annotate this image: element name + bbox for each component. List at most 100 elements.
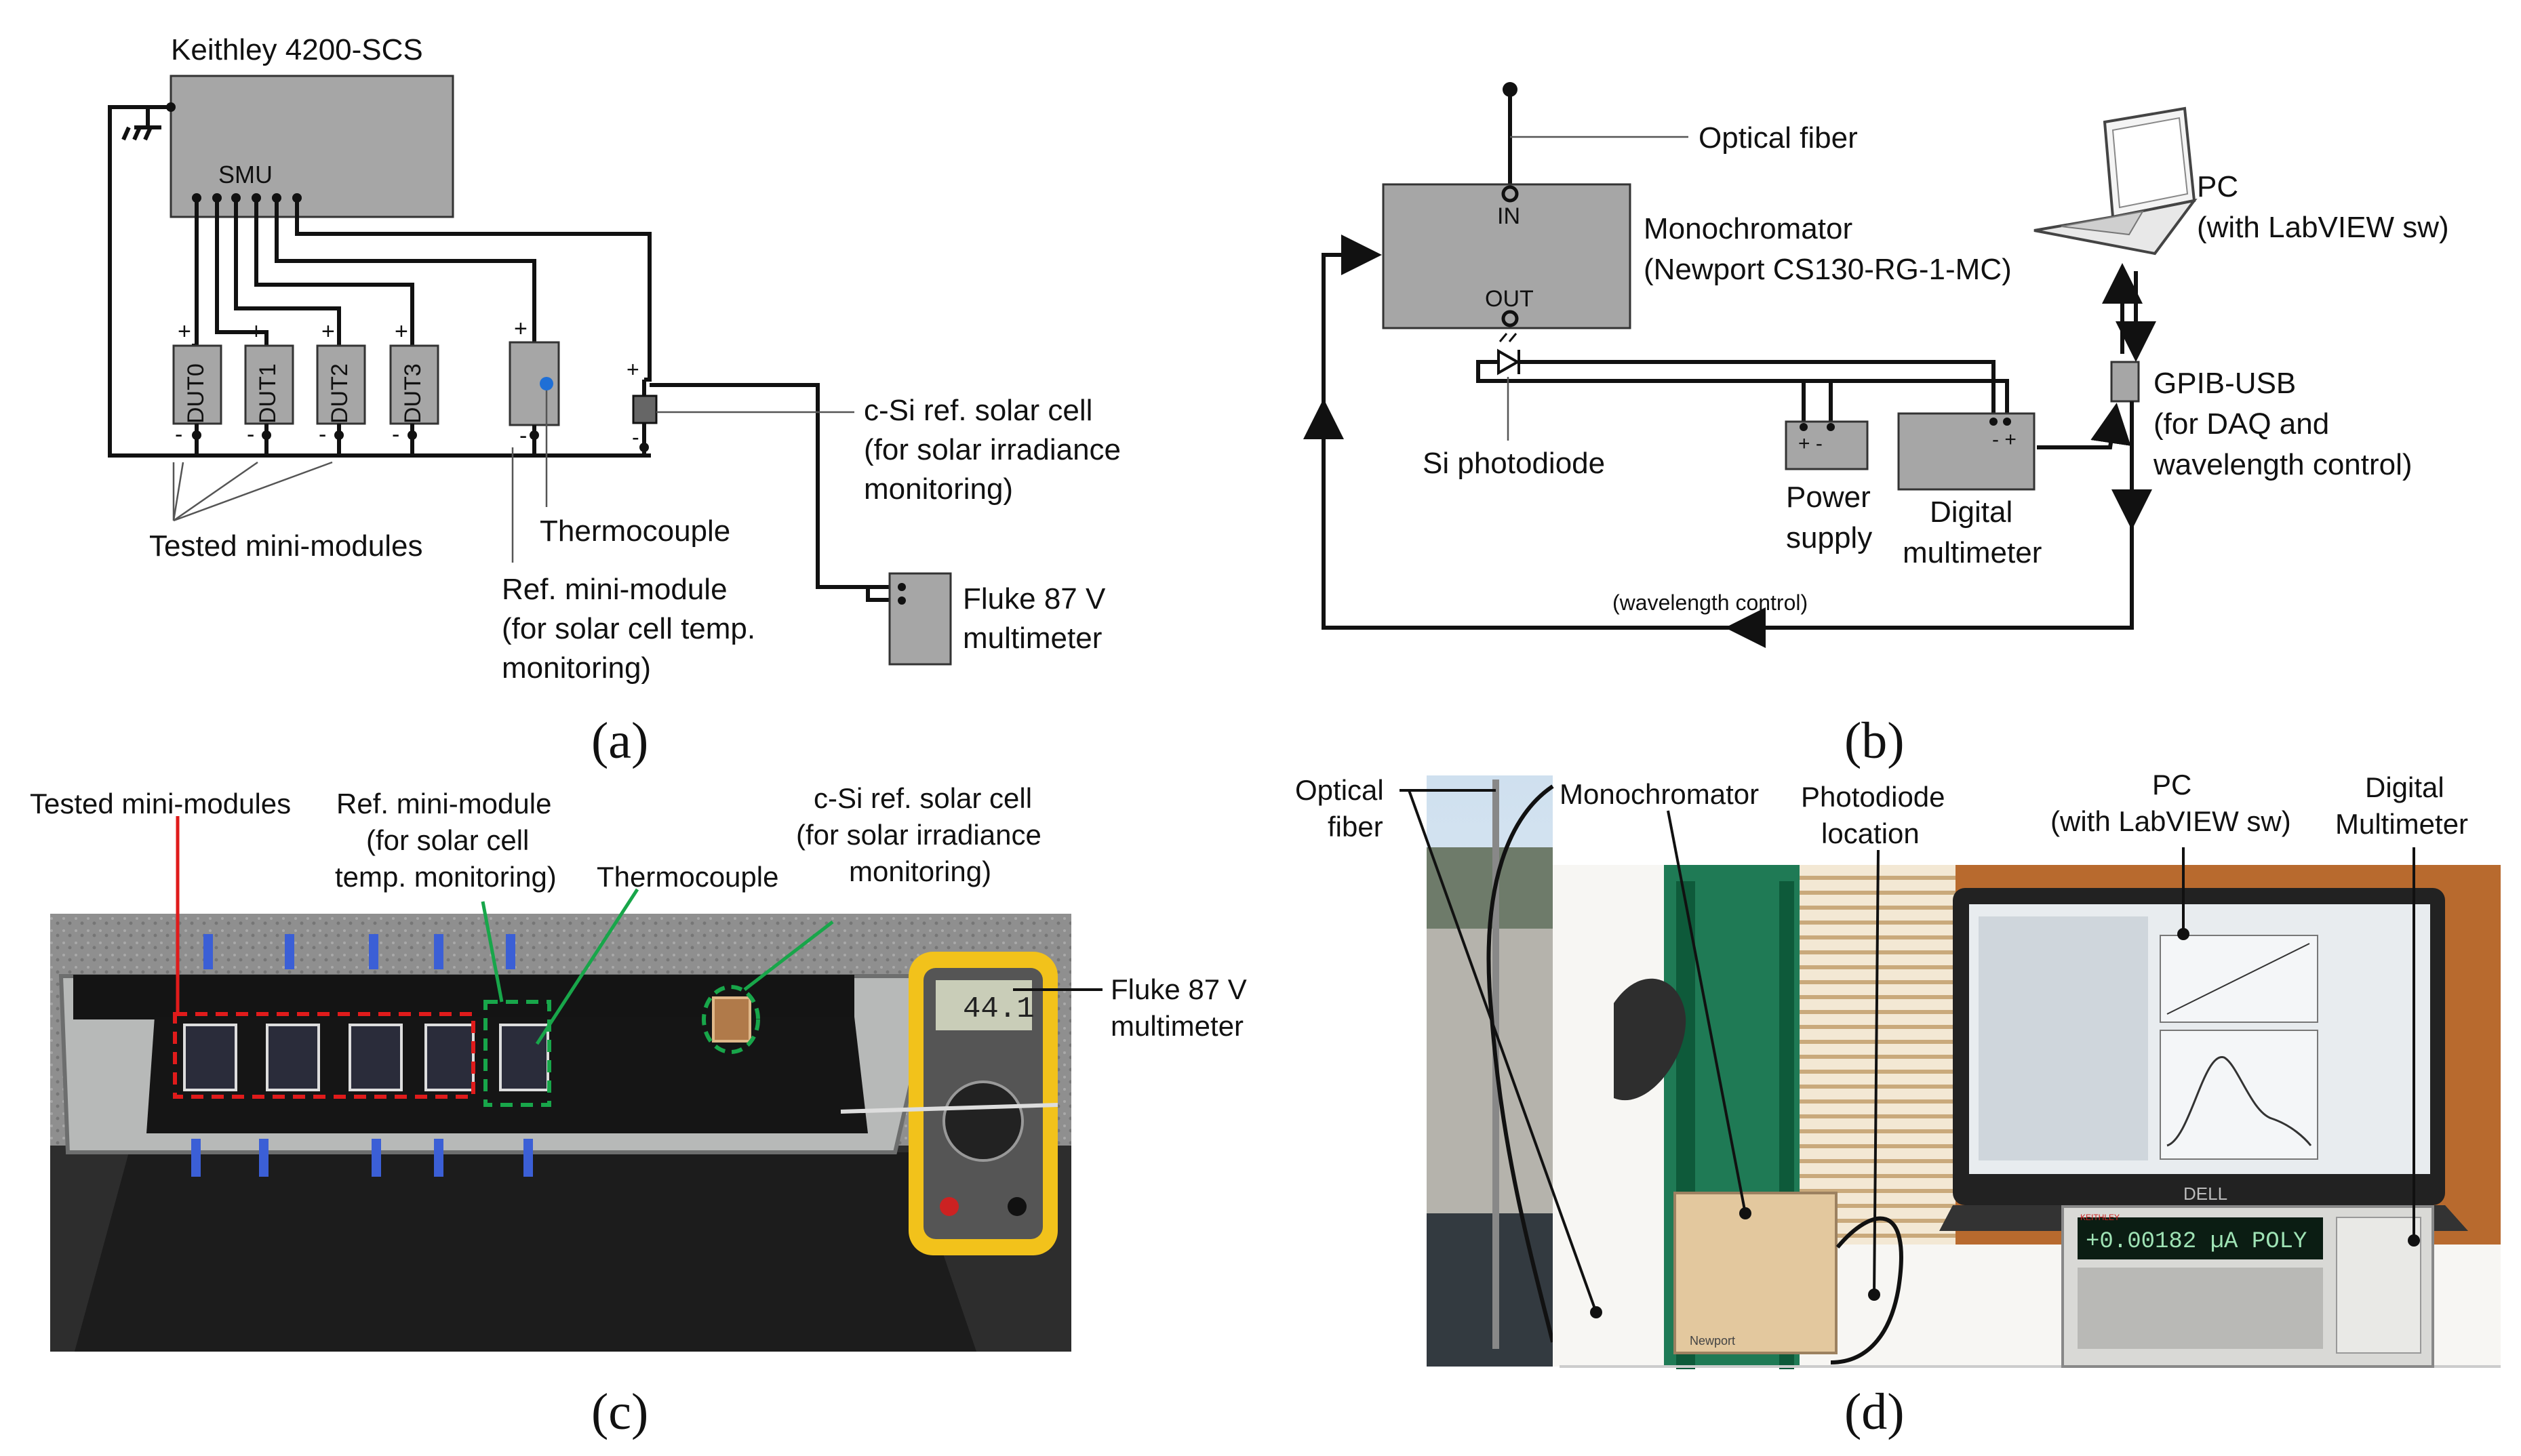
minus-sign: -	[175, 422, 182, 447]
thermocouple-photo-label: Thermocouple	[597, 861, 778, 893]
caption-b: (b)	[1844, 712, 1905, 769]
panel-a-circuit: Keithley 4200-SCS SMU	[108, 33, 1121, 769]
csi-photo-label: c-Si ref. solar cell	[814, 782, 1032, 814]
caption-a: (a)	[591, 712, 648, 769]
fluke-label: multimeter	[963, 622, 1102, 655]
laptop-icon	[2033, 106, 2198, 256]
laptop-photo: DELL	[1939, 888, 2468, 1231]
keithley-label: Keithley 4200-SCS	[171, 33, 423, 66]
ground-icon	[108, 102, 651, 458]
pc-photo-label: (with LabVIEW sw)	[2050, 805, 2291, 837]
pc-label: (with LabVIEW sw)	[2197, 211, 2449, 244]
dmm-label: Digital	[1930, 496, 2012, 529]
caption-d: (d)	[1844, 1383, 1905, 1440]
plus-sign: +	[514, 316, 528, 342]
dmm-photo-label: Digital	[2365, 771, 2444, 803]
fluke-meter-photo: 44.1	[909, 952, 1058, 1255]
gpib-usb-box	[2110, 361, 2140, 403]
tested-label: Tested mini-modules	[30, 788, 291, 820]
connector-cables	[191, 934, 533, 1177]
photodiode-photo-label: Photodiode	[1801, 781, 1945, 813]
fiber-photo-label: fiber	[1328, 811, 1383, 843]
gpib-label: GPIB-USB	[2153, 367, 2296, 400]
photodiode-label: Si photodiode	[1423, 447, 1605, 480]
tested-modules-callout: Tested mini-modules	[149, 461, 423, 563]
photodiode-icon	[1476, 333, 2009, 419]
panel-d-photo: Newport DELL +0.00182 µA POLY KEITHLEY	[1295, 769, 2501, 1440]
meter-reading: +0.00182 µA POLY	[2086, 1229, 2307, 1255]
plus-sign: +	[395, 319, 408, 344]
monochromator-label: Monochromator	[1644, 212, 1852, 245]
digital-multimeter-box	[1897, 412, 2036, 491]
fluke-label: Fluke 87 V	[963, 582, 1106, 615]
csi-label: monitoring)	[864, 472, 1013, 506]
ref-mini-module: + -	[509, 316, 560, 456]
mini-module	[349, 1024, 403, 1091]
monochromator-label: (Newport CS130-RG-1-MC)	[1644, 253, 2012, 286]
newport-logo: Newport	[1690, 1334, 1735, 1348]
panel-c-photo: 44.1 Tested mini-modules Ref. mini-modul…	[30, 782, 1247, 1440]
ref-module-label: monitoring)	[502, 651, 651, 685]
fluke-photo-label: multimeter	[1111, 1010, 1244, 1042]
dmm-terminals: - +	[1992, 428, 2017, 451]
photodiode-photo-label: location	[1821, 817, 1920, 849]
minus-sign: -	[519, 423, 527, 449]
dut-modules: DUT0 + - DUT1 + - DUT2 + -	[172, 319, 439, 456]
tested-modules-label: Tested mini-modules	[149, 529, 423, 563]
mono-photo-label: Monochromator	[1560, 778, 1759, 810]
out-port-label: OUT	[1485, 286, 1534, 312]
monochromator-box	[1382, 183, 1631, 329]
power-supply-label: supply	[1786, 521, 1872, 554]
dut-module: DUT2 + -	[316, 319, 366, 456]
dell-logo: DELL	[2183, 1184, 2227, 1204]
minus-sign: -	[319, 422, 326, 447]
minus-sign: -	[632, 425, 639, 449]
dut-module: DUT1 + -	[244, 319, 294, 456]
minus-sign: -	[247, 422, 254, 447]
minus-sign: -	[392, 422, 399, 447]
wavelength-control-label: (wavelength control)	[1612, 590, 1808, 615]
dut-label: DUT1	[255, 363, 281, 424]
dmm-photo-label: Multimeter	[2335, 808, 2468, 840]
plus-sign: +	[178, 319, 191, 344]
csi-label: c-Si ref. solar cell	[864, 394, 1092, 427]
plus-sign: +	[321, 319, 335, 344]
power-supply-label: Power	[1786, 481, 1871, 514]
ref-module-label: Ref. mini-module	[502, 573, 728, 606]
mini-module	[424, 1024, 475, 1091]
monochromator-photo: Newport	[1673, 1192, 1838, 1354]
tested-modules-highlight	[173, 1012, 475, 1099]
caption-c: (c)	[591, 1383, 648, 1440]
keithley-meter-photo: +0.00182 µA POLY KEITHLEY	[2061, 1205, 2434, 1368]
csi-photo-label: (for solar irradiance	[796, 819, 1041, 851]
dut-module: DUT0 + -	[172, 319, 222, 456]
keithley-logo: KEITHLEY	[2080, 1213, 2120, 1222]
dmm-label: multimeter	[1903, 536, 2042, 569]
csi-photo-label: monitoring)	[849, 855, 991, 887]
csi-label: (for solar irradiance	[864, 433, 1121, 466]
mini-module	[499, 1024, 549, 1091]
ref-label: (for solar cell	[366, 824, 529, 856]
ref-module-label: (for solar cell temp.	[502, 612, 755, 645]
csi-cell	[712, 996, 751, 1043]
thermocouple-label: Thermocouple	[540, 514, 730, 548]
dut-label: DUT3	[400, 363, 426, 424]
optical-fiber-label: Optical fiber	[1699, 121, 1858, 155]
power-terminals: + -	[1798, 432, 1823, 455]
ref-label: Ref. mini-module	[336, 788, 551, 820]
mini-module	[266, 1024, 320, 1091]
ref-module-highlight	[483, 1000, 551, 1107]
ref-label: temp. monitoring)	[335, 861, 557, 893]
dut-module: DUT3 + -	[389, 319, 439, 456]
gpib-label: wavelength control)	[2153, 448, 2413, 481]
plus-sign: +	[250, 319, 263, 344]
dut-label: DUT2	[327, 363, 353, 424]
pc-photo-label: PC	[2152, 769, 2191, 801]
fiber-photo-label: Optical	[1295, 774, 1384, 806]
thermocouple-dot	[540, 377, 553, 390]
plus-sign: +	[627, 357, 639, 382]
in-port-label: IN	[1497, 203, 1520, 229]
power-supply-box	[1785, 420, 1869, 470]
pc-label: PC	[2197, 170, 2238, 203]
